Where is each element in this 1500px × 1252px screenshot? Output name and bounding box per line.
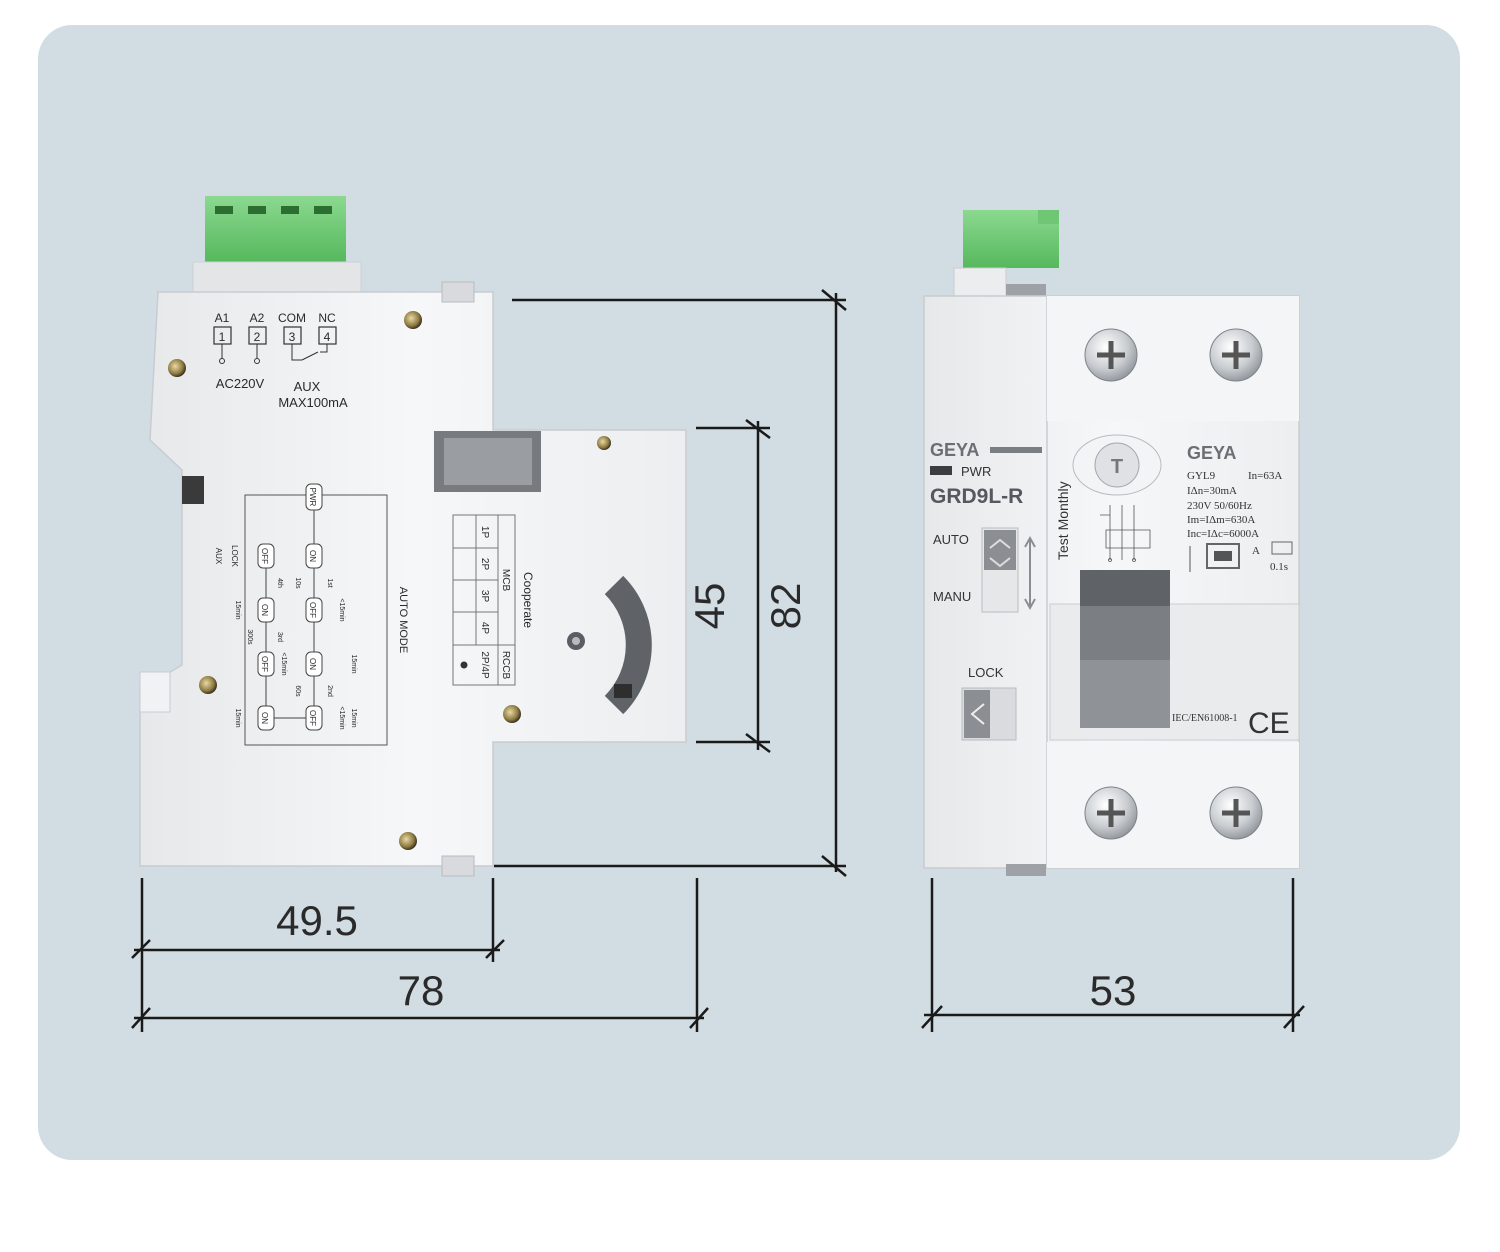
flow-note-3rd: 3rd [276, 632, 283, 642]
dimension-height-45: 45 [686, 583, 733, 630]
flow-note-15min-2: 15min [350, 708, 357, 727]
cooperate-col-mcb: MCB [500, 569, 511, 592]
spec-voltage: 230V 50/60Hz [1187, 500, 1252, 512]
cooperate-rccb-value: 2P/4P [479, 651, 490, 679]
flow-note-15min-1: 15min [350, 654, 357, 673]
cooperate-mcb-1p: 1P [479, 526, 490, 539]
flow-node-on-2: ON [308, 658, 317, 670]
flow-note-15min-3: 15min [234, 600, 241, 619]
dimension-depth-78: 78 [398, 967, 445, 1014]
screw-icon [1084, 328, 1138, 382]
flow-note-60s: 60s [294, 685, 301, 697]
dimension-lines [131, 289, 1305, 1032]
screw-icon [1209, 328, 1263, 382]
brand-left: GEYA [930, 440, 979, 460]
flow-note-10s: 10s [294, 577, 301, 589]
flow-node-on-4: ON [260, 604, 269, 616]
terminal-label-a1: A1 [215, 311, 230, 325]
test-button-label: T [1111, 456, 1123, 478]
front-view: GEYA PWR GRD9L-R AUTO MANU LOCK T Test M… [923, 210, 1300, 876]
terminal-number-2: 2 [254, 330, 261, 344]
flow-node-off-3: OFF [260, 656, 269, 672]
cooperate-title: Cooperate [521, 572, 535, 628]
spec-in: In=63A [1248, 470, 1282, 482]
pwr-led [930, 466, 952, 475]
supply-label: AC220V [216, 376, 265, 391]
terminal-number-1: 1 [219, 330, 226, 344]
updown-arrow-icon [1024, 535, 1036, 611]
circuit-diagram-icon [1100, 505, 1151, 562]
auto-mode-flowchart: AUTO MODE PWR ON OFF ON OFF ON OFF ON OF… [214, 483, 409, 746]
standard-label: IEC/EN61008-1 [1172, 713, 1238, 724]
terminal-label-nc: NC [318, 311, 336, 325]
green-terminal-block [205, 196, 346, 262]
auto-label: AUTO [933, 532, 969, 547]
screw-icon [1209, 786, 1263, 840]
spec-model: GYL9 [1187, 470, 1216, 482]
cooperate-mcb-3p: 3P [479, 590, 490, 603]
cooperate-col-rccb: RCCB [500, 651, 511, 680]
pwr-label: PWR [961, 464, 991, 479]
flow-note-lt15min-2: <15min [338, 706, 345, 729]
flow-note-lt15min-1: <15min [338, 598, 345, 621]
flow-node-off-1: OFF [308, 602, 317, 618]
flow-note-15min-4: 15min [234, 708, 241, 727]
side-view: A1 A2 COM NC 1 2 3 4 AC220V AUX MAX100mA… [139, 196, 687, 877]
manu-label: MANU [933, 589, 971, 604]
flow-note-1st: 1st [326, 578, 333, 587]
flow-node-on-1: ON [308, 550, 317, 562]
aux-rating: MAX100mA [278, 395, 348, 410]
spec-idn: IΔn=30mA [1187, 485, 1237, 497]
test-monthly-label: Test Monthly [1055, 481, 1071, 560]
dimension-depth-49-5: 49.5 [276, 897, 358, 944]
lock-label: LOCK [968, 665, 1004, 680]
screw-icon [1084, 786, 1138, 840]
auto-mode-title: AUTO MODE [397, 587, 409, 653]
terminal-label-a2: A2 [250, 311, 265, 325]
cooperate-table: Cooperate MCB RCCB 1P 2P 3P 4P 2P/4P [452, 514, 535, 686]
flow-note-2nd: 2nd [326, 685, 333, 697]
aux-label: AUX [294, 379, 321, 394]
cooperate-mcb-4p: 4P [479, 622, 490, 635]
dimension-width-53: 53 [1090, 967, 1137, 1014]
flow-note-300s: 300s [246, 629, 253, 645]
side-housing [139, 291, 687, 867]
spec-time: 0.1s [1270, 561, 1288, 573]
aux-switch-label: AUX [214, 548, 223, 565]
flow-note-lt15min-3: <15min [280, 652, 287, 675]
terminal-number-3: 3 [289, 330, 296, 344]
flow-node-pwr: PWR [308, 488, 317, 507]
dimension-height-82: 82 [762, 583, 809, 630]
flow-note-4th: 4th [276, 578, 283, 588]
terminal-label-com: COM [278, 311, 306, 325]
flow-node-on-3: ON [260, 712, 269, 724]
brand-right: GEYA [1187, 443, 1236, 463]
ce-mark: CE [1248, 707, 1290, 740]
terminal-number-4: 4 [324, 330, 331, 344]
model-label: GRD9L-R [930, 485, 1023, 508]
flow-node-off-2: OFF [308, 710, 317, 726]
flow-node-off-4: OFF [260, 548, 269, 564]
spec-im: Im=IΔm=630A [1187, 514, 1255, 526]
spec-type: A [1252, 545, 1260, 557]
lock-label-side: LOCK [230, 545, 239, 567]
cooperate-mcb-2p: 2P [479, 558, 490, 571]
spec-inc: Inc=IΔc=6000A [1187, 528, 1259, 540]
